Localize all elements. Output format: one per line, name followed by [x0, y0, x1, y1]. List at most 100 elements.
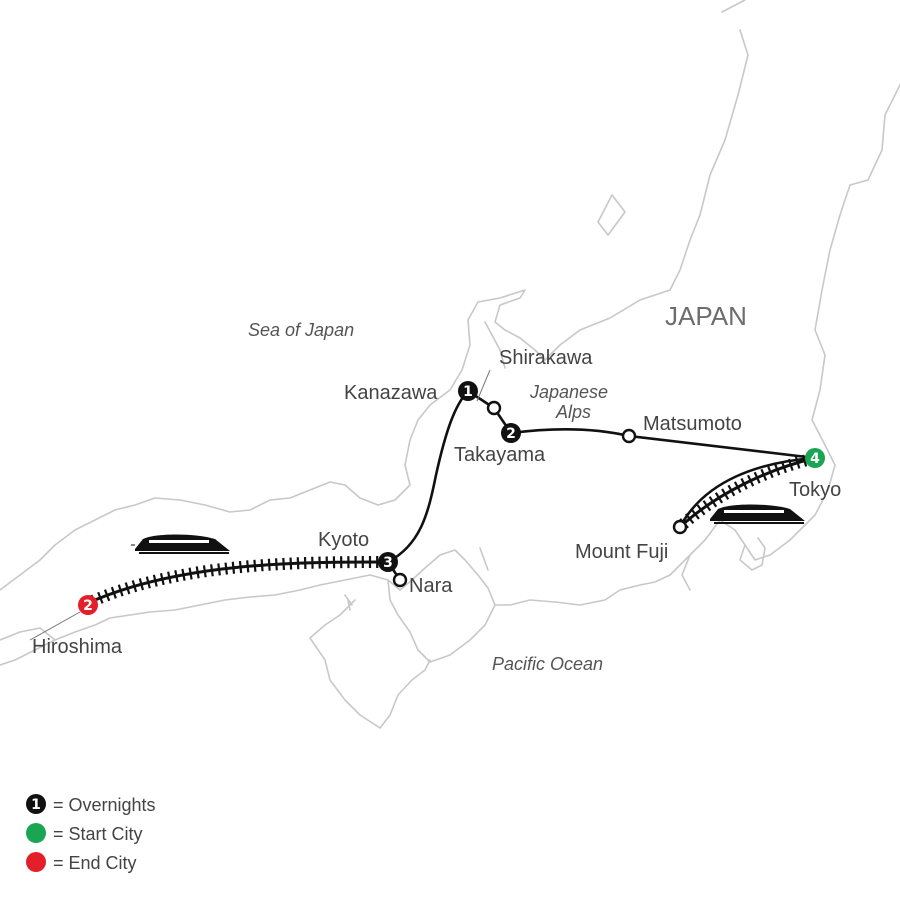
city-label-shirakawa: Shirakawa — [499, 347, 593, 369]
coast-kii-peninsula — [387, 579, 496, 663]
rail-tie — [181, 568, 186, 581]
legend-overnights-row: 1 = Overnights — [26, 794, 156, 815]
city-label-kanazawa: Kanazawa — [344, 382, 438, 404]
rail-tie — [152, 574, 158, 587]
pacific-ocean-label: Pacific Ocean — [492, 654, 603, 674]
rail-tie — [690, 508, 700, 520]
stop-marker-shirakawa — [486, 400, 502, 416]
japanese-alps-label-line1: Japanese — [529, 382, 608, 402]
country-label: JAPAN — [665, 301, 747, 331]
hiroshima-leader-line — [29, 611, 81, 641]
rail-tie — [733, 481, 742, 493]
rail-tie — [110, 586, 117, 599]
rail-tie — [696, 504, 706, 516]
overnight-badge-kyoto: 3 — [378, 552, 398, 572]
end-city-badge-hiroshima: 2 — [78, 595, 98, 615]
rail-tie — [794, 456, 801, 469]
legend-end-city-dot — [26, 852, 46, 872]
rail-tie — [202, 565, 207, 578]
rail-tie — [787, 458, 794, 471]
city-label-mount-fuji: Mount Fuji — [575, 541, 668, 563]
svg-text:2: 2 — [506, 426, 516, 442]
rail-tie — [195, 566, 200, 579]
svg-text:4: 4 — [810, 451, 820, 467]
rail-tie — [282, 557, 286, 570]
rail-tie — [702, 500, 712, 512]
rail-tie — [289, 557, 293, 570]
overnight-badge-kanazawa: 1 — [458, 381, 478, 401]
route-takayama-matsumoto — [509, 427, 631, 438]
route-matsumoto-tokyo — [627, 434, 817, 460]
route-kyoto-kanazawa — [386, 389, 470, 564]
rail-tie — [231, 561, 236, 574]
city-label-hiroshima: Hiroshima — [32, 636, 123, 658]
stop-marker-nara — [392, 572, 408, 588]
rail-tie — [188, 567, 193, 580]
rail-tie — [124, 582, 131, 595]
coast-noto — [484, 321, 506, 369]
rail-tie — [727, 484, 736, 497]
stop-marker-matsumoto — [621, 428, 637, 444]
rail-tie — [801, 454, 808, 467]
bullet-train-icon — [710, 504, 805, 524]
rail-tie — [774, 463, 781, 476]
start-city-badge-tokyo: 4 — [805, 448, 825, 468]
rail-tie — [138, 578, 144, 591]
bullet-train-icon — [131, 534, 230, 554]
coast-shikoku-inner — [344, 547, 489, 611]
rail-tie — [238, 560, 243, 574]
japanese-alps-label-line2: Alps — [555, 402, 591, 422]
coast-hokkaido-tip — [669, 0, 749, 291]
city-label-kyoto: Kyoto — [318, 529, 369, 551]
legend-end-city-row: = End City — [26, 852, 137, 873]
rail-tie — [210, 564, 214, 577]
city-label-nara: Nara — [409, 575, 453, 597]
svg-text:2: 2 — [83, 598, 93, 614]
rail-tie — [253, 559, 257, 572]
rail-tie — [260, 559, 264, 572]
sea-of-japan-label: Sea of Japan — [248, 320, 354, 340]
overnight-badge-takayama: 2 — [501, 423, 521, 443]
legend-end-city-label: = End City — [53, 853, 137, 873]
rail-tie — [753, 471, 761, 484]
coast-honshu-north-west — [719, 84, 900, 561]
legend-start-city-row: = Start City — [26, 823, 143, 844]
rail-tie — [714, 492, 724, 504]
legend-overnights-badge — [26, 794, 46, 814]
rail-tie — [117, 584, 124, 597]
rail-tie — [747, 474, 755, 487]
shirakawa-leader-line — [476, 369, 491, 402]
coast-pacific-honshu — [0, 519, 721, 666]
city-label-takayama: Takayama — [454, 444, 546, 466]
city-label-tokyo: Tokyo — [789, 479, 841, 501]
coast-tokyo-bay — [681, 537, 766, 591]
rail-tie — [224, 562, 229, 575]
legend-start-city-dot — [26, 823, 46, 843]
rail-tie — [721, 488, 730, 500]
svg-text:1: 1 — [463, 384, 473, 400]
rail-tie — [103, 589, 111, 602]
rail-tie — [760, 468, 768, 481]
rail-tie — [780, 461, 787, 474]
city-label-matsumoto: Matsumoto — [643, 413, 742, 435]
rail-tie — [740, 478, 748, 490]
rail-tie — [159, 572, 165, 586]
rail-tie — [708, 496, 718, 508]
coastlines — [0, 0, 900, 729]
stop-marker-mount-fuji — [672, 519, 688, 535]
rail-tie — [145, 576, 151, 589]
svg-text:3: 3 — [383, 555, 393, 571]
legend-start-city-label: = Start City — [53, 824, 143, 844]
coast-sado — [597, 194, 626, 236]
legend: 1 = Overnights = Start City = End City — [26, 794, 156, 873]
svg-text:1: 1 — [31, 797, 41, 813]
coast-sea-of-japan-honshu — [0, 289, 671, 591]
coast-kyushu-edge — [0, 627, 56, 641]
rail-tie — [274, 558, 278, 571]
rail-tie — [246, 560, 250, 573]
rail-tie — [217, 563, 221, 576]
coast-shikoku — [309, 599, 431, 729]
rail-tie — [167, 571, 172, 584]
legend-overnights-label: = Overnights — [53, 795, 156, 815]
rail-tie — [684, 513, 695, 525]
